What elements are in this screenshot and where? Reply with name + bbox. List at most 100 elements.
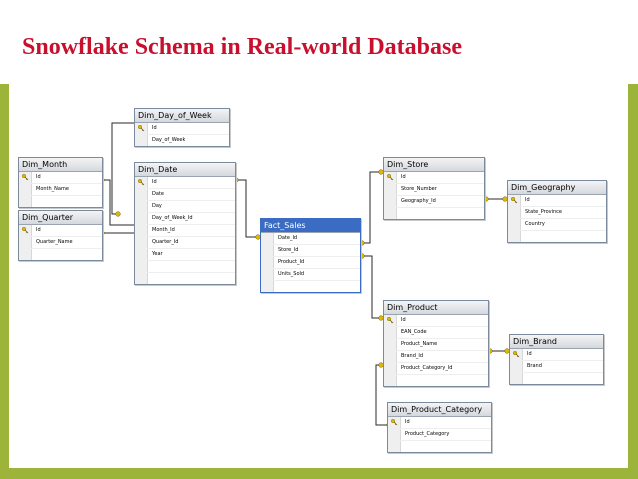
key-icon	[387, 317, 394, 324]
column-row[interactable]: Id	[19, 225, 102, 236]
column-name: Id	[405, 419, 410, 425]
column-row-empty	[388, 440, 491, 452]
column-name: Date	[152, 191, 164, 197]
key-icon	[22, 174, 29, 181]
column-name: Id	[36, 227, 41, 233]
column-name: Id	[527, 351, 532, 357]
table-header[interactable]: Fact_Sales	[261, 219, 360, 233]
column-row[interactable]: Day_of_Week_Id	[135, 212, 235, 224]
column-name: Day_of_Week	[152, 137, 186, 143]
column-name: Id	[401, 317, 406, 323]
column-row-empty	[19, 195, 102, 207]
column-row[interactable]: Id	[388, 417, 491, 428]
table-header[interactable]: Dim_Brand	[510, 335, 603, 349]
column-row[interactable]: Id	[510, 349, 603, 360]
column-row-empty	[384, 207, 484, 219]
column-name: Quarter_Name	[36, 239, 73, 245]
column-row[interactable]: Id	[384, 315, 488, 326]
column-row[interactable]: Date	[135, 188, 235, 200]
column-row[interactable]: Year	[135, 248, 235, 260]
column-row-empty	[135, 272, 235, 284]
column-name: Country	[525, 221, 545, 227]
column-name: Quarter_Id	[152, 239, 179, 245]
table-header[interactable]: Dim_Month	[19, 158, 102, 172]
table-header[interactable]: Dim_Geography	[508, 181, 606, 195]
column-row[interactable]: Day_of_Week	[135, 134, 229, 146]
column-row[interactable]: Id	[384, 172, 484, 183]
column-row-empty	[510, 372, 603, 384]
column-row[interactable]: EAN_Code	[384, 326, 488, 338]
key-icon	[513, 351, 520, 358]
table-fact-sales[interactable]: Fact_Sales Date_Id Store_Id Product_Id U…	[260, 218, 361, 293]
column-row[interactable]: Month_Name	[19, 183, 102, 195]
table-header[interactable]: Dim_Quarter	[19, 211, 102, 225]
slide-title: Snowflake Schema in Real-world Database	[22, 34, 463, 60]
table-header[interactable]: Dim_Store	[384, 158, 484, 172]
frame-right-bar	[628, 84, 638, 479]
column-row[interactable]: Geography_Id	[384, 195, 484, 207]
column-row[interactable]: Product_Category	[388, 428, 491, 440]
column-name: Product_Name	[401, 341, 438, 347]
column-name: EAN_Code	[401, 329, 427, 335]
column-row[interactable]: Brand_Id	[384, 350, 488, 362]
key-icon	[391, 419, 398, 426]
column-name: Month_Id	[152, 227, 175, 233]
column-row[interactable]: Id	[135, 177, 235, 188]
column-row[interactable]: Id	[508, 195, 606, 206]
table-dim-product-category[interactable]: Dim_Product_Category Id Product_Category	[387, 402, 492, 453]
table-dim-quarter[interactable]: Dim_Quarter Id Quarter_Name	[18, 210, 103, 261]
column-name: Brand	[527, 363, 542, 369]
table-dim-product[interactable]: Dim_Product Id EAN_Code Product_Name Bra…	[383, 300, 489, 387]
frame-bottom-bar	[0, 468, 638, 479]
table-dim-date[interactable]: Dim_Date Id Date Day Day_of_Week_Id Mont…	[134, 162, 236, 285]
table-header[interactable]: Dim_Date	[135, 163, 235, 177]
column-row[interactable]: State_Province	[508, 206, 606, 218]
column-row-empty	[261, 280, 360, 292]
key-icon	[22, 227, 29, 234]
table-dim-month[interactable]: Dim_Month Id Month_Name	[18, 157, 103, 208]
column-row[interactable]: Units_Sold	[261, 268, 360, 280]
column-row[interactable]: Product_Category_Id	[384, 362, 488, 374]
column-row[interactable]: Month_Id	[135, 224, 235, 236]
column-row-empty	[19, 248, 102, 260]
column-name: Product_Id	[278, 259, 305, 265]
column-row-empty	[384, 374, 488, 386]
column-row[interactable]: Product_Id	[261, 256, 360, 268]
column-row[interactable]: Country	[508, 218, 606, 230]
column-row-empty	[508, 230, 606, 242]
table-header[interactable]: Dim_Product_Category	[388, 403, 491, 417]
column-row-empty	[135, 260, 235, 272]
column-row[interactable]: Date_Id	[261, 233, 360, 244]
column-row[interactable]: Quarter_Id	[135, 236, 235, 248]
column-row[interactable]: Quarter_Name	[19, 236, 102, 248]
column-row[interactable]: Day	[135, 200, 235, 212]
column-row[interactable]: Id	[19, 172, 102, 183]
column-row[interactable]: Id	[135, 123, 229, 134]
column-name: Brand_Id	[401, 353, 424, 359]
column-name: Date_Id	[278, 235, 298, 241]
column-name: Day	[152, 203, 162, 209]
table-dim-geography[interactable]: Dim_Geography Id State_Province Country	[507, 180, 607, 243]
column-name: Day_of_Week_Id	[152, 215, 193, 221]
table-header[interactable]: Dim_Day_of_Week	[135, 109, 229, 123]
table-dim-brand[interactable]: Dim_Brand Id Brand	[509, 334, 604, 385]
key-icon	[511, 197, 518, 204]
column-row[interactable]: Store_Id	[261, 244, 360, 256]
column-name: Units_Sold	[278, 271, 305, 277]
table-header[interactable]: Dim_Product	[384, 301, 488, 315]
column-name: Id	[401, 174, 406, 180]
column-name: Year	[152, 251, 163, 257]
key-icon	[138, 179, 145, 186]
column-name: Id	[152, 179, 157, 185]
table-dim-day-of-week[interactable]: Dim_Day_of_Week Id Day_of_Week	[134, 108, 230, 147]
column-name: Store_Number	[401, 186, 437, 192]
column-row[interactable]: Product_Name	[384, 338, 488, 350]
column-name: Id	[36, 174, 41, 180]
column-name: Month_Name	[36, 186, 69, 192]
column-row[interactable]: Store_Number	[384, 183, 484, 195]
column-row[interactable]: Brand	[510, 360, 603, 372]
column-name: Geography_Id	[401, 198, 436, 204]
table-dim-store[interactable]: Dim_Store Id Store_Number Geography_Id	[383, 157, 485, 220]
frame-left-bar	[0, 84, 9, 479]
key-icon	[387, 174, 394, 181]
